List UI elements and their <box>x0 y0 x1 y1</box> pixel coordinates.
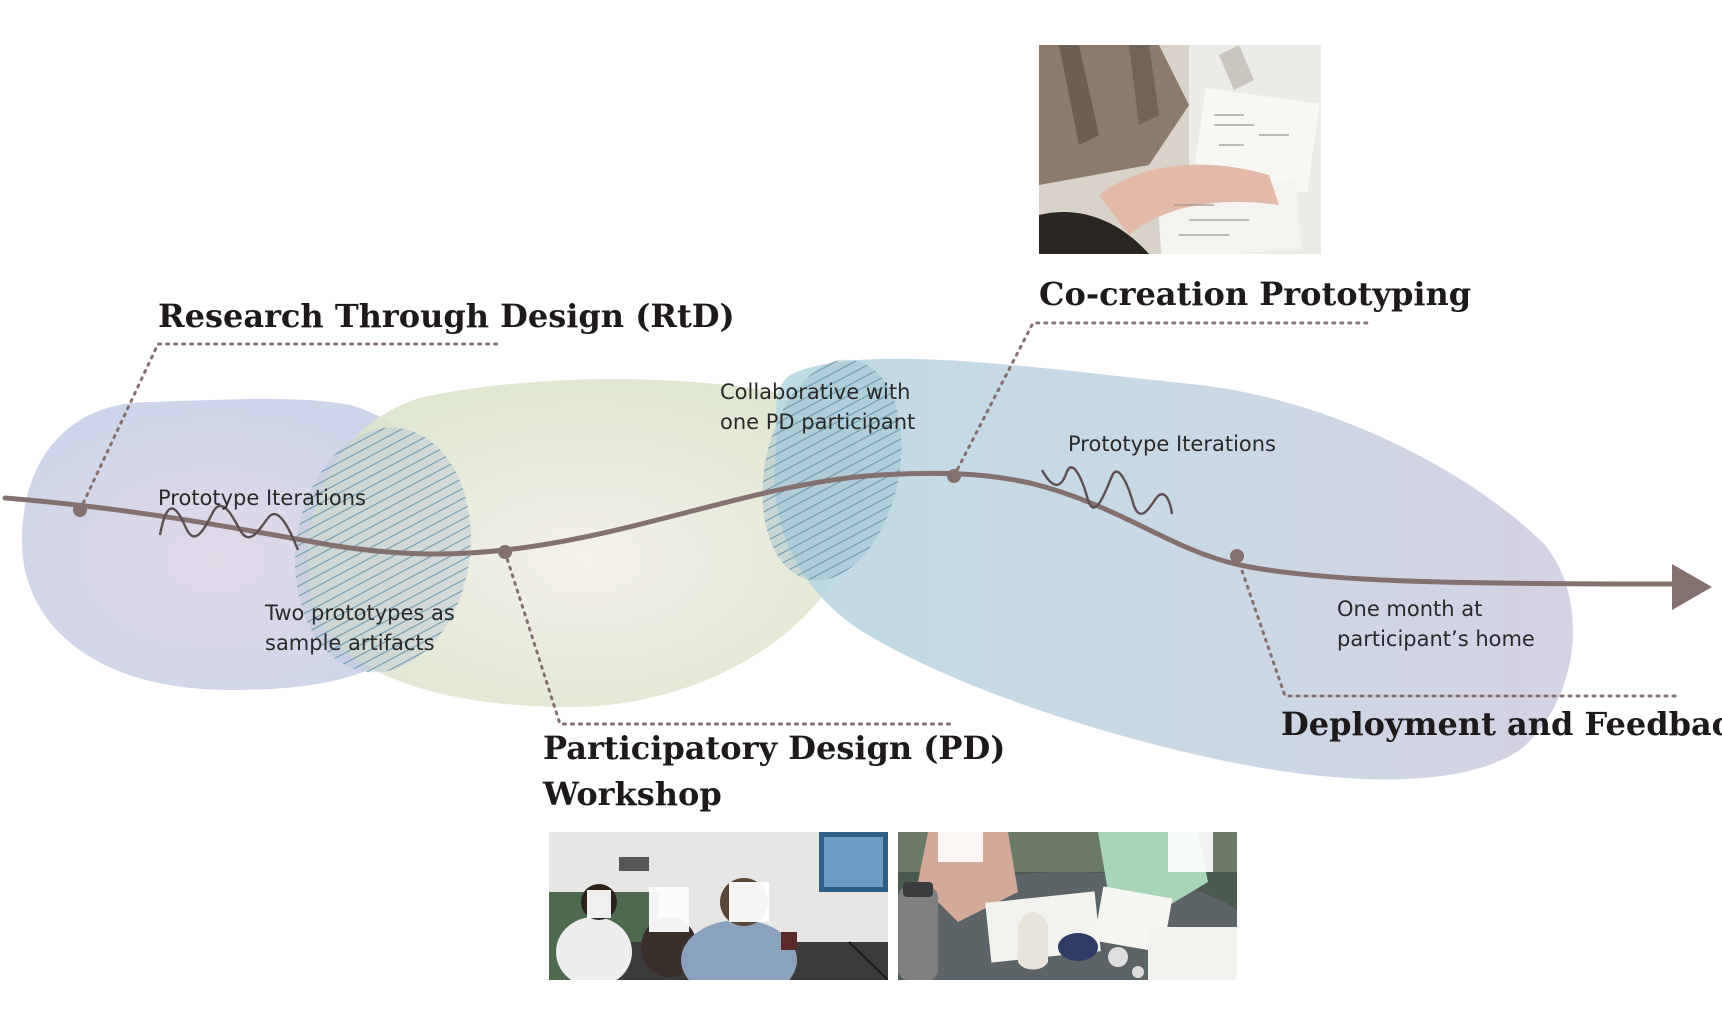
deployment-leader-line <box>1235 554 1678 698</box>
pd-heading-line2: Workshop <box>543 775 722 813</box>
cocreation-deployment-region-blob <box>774 358 1573 780</box>
samples-label-line1: Two prototypes as <box>265 601 455 625</box>
collab-label-line1: Collaborative with <box>720 380 911 404</box>
rtd-iterations-squiggle <box>158 504 300 551</box>
deployment-milestone-dot <box>1230 549 1244 563</box>
rtd-iterations-label: Prototype Iterations <box>158 486 367 510</box>
deployment-heading: Deployment and Feedback <box>1281 705 1722 743</box>
cocreation-heading: Co-creation Prototyping <box>1039 275 1472 313</box>
rtd-milestone-dot <box>73 503 87 517</box>
rtd-leader-line <box>78 342 499 512</box>
pd-milestone-dot <box>498 545 512 559</box>
workshop-photo-table <box>898 832 1237 980</box>
table-writing-photo-icon <box>898 832 1237 980</box>
pd-heading-line1: Participatory Design (PD) <box>543 729 1006 767</box>
deployment-label-line2: participant’s home <box>1337 627 1535 651</box>
hands-sketching-photo-icon <box>1039 45 1321 254</box>
cocreation-iterations-squiggle <box>1040 466 1174 515</box>
collab-label-line2: one PD participant <box>720 410 916 434</box>
meeting-room-photo-icon <box>549 832 888 980</box>
cocreation-leader-line <box>952 321 1374 478</box>
cocreation-photo <box>1039 45 1321 254</box>
timeline-curve <box>2 470 1678 587</box>
samples-label-line2: sample artifacts <box>265 631 435 655</box>
deployment-label-line1: One month at <box>1337 597 1483 621</box>
rtd-heading: Research Through Design (RtD) <box>158 297 735 335</box>
cocreation-iterations-label: Prototype Iterations <box>1068 432 1277 456</box>
timeline-arrowhead <box>1672 564 1712 610</box>
workshop-photo-room <box>549 832 888 980</box>
cocreation-milestone-dot <box>947 469 961 483</box>
